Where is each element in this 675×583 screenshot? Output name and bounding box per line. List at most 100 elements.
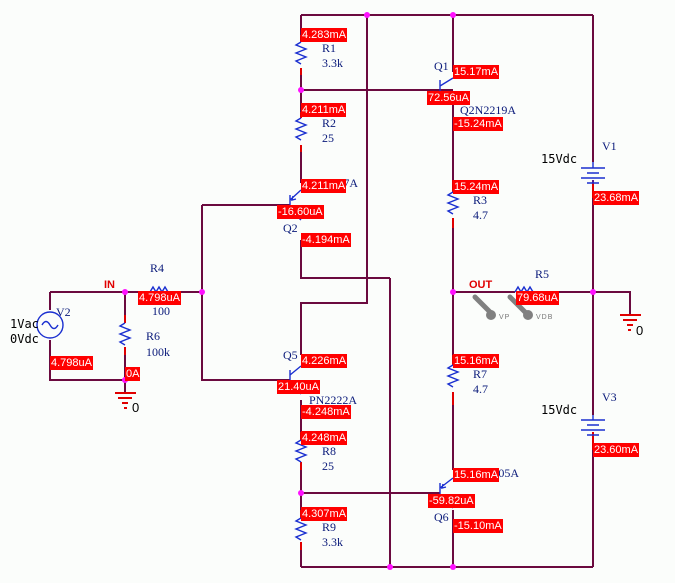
current-label-r9: 4.307mA xyxy=(301,507,348,521)
resistor-r2-value: 25 xyxy=(322,131,334,145)
transistor-q5-name: Q5 xyxy=(283,348,298,362)
current-label-q6-emitter: 15.16mA xyxy=(453,468,500,482)
resistor-r6-symbol xyxy=(118,322,132,346)
resistor-r2-symbol xyxy=(294,117,308,141)
resistor-r1-name: R1 xyxy=(322,41,337,55)
probe-vp-label: VP xyxy=(499,314,511,321)
current-label-r6: 0A xyxy=(125,367,141,381)
source-v1-value: 15Vdc xyxy=(541,152,578,166)
node-dot xyxy=(387,564,393,570)
transistor-q6-symbol xyxy=(439,477,454,509)
current-label-r5: 79.68uA xyxy=(516,291,559,305)
ground-symbol-input xyxy=(115,392,136,409)
resistor-r1-symbol xyxy=(294,41,308,65)
node-dot xyxy=(199,289,205,295)
node-dot xyxy=(450,564,456,570)
resistor-r9-name: R9 xyxy=(322,520,337,534)
probe-vp-shaft xyxy=(472,294,493,315)
node-dot xyxy=(450,12,456,18)
net-label-in: IN xyxy=(104,279,115,291)
resistor-r7-symbol xyxy=(446,364,460,388)
wire-bias-left xyxy=(201,205,290,381)
resistor-r4-symbol xyxy=(149,285,169,294)
current-label-q6-collector: -15.10mA xyxy=(453,519,503,533)
current-label-r7: 15.16mA xyxy=(453,354,500,368)
resistor-r5-symbol xyxy=(514,285,534,294)
source-v3-name: V3 xyxy=(602,390,617,404)
current-label-q1-emitter: -15.24mA xyxy=(453,117,503,131)
battery-v1-symbol xyxy=(581,162,605,184)
ground-label-output: 0 xyxy=(636,323,644,338)
source-v2-dc: 0Vdc xyxy=(10,332,39,346)
current-label-r3: 15.24mA xyxy=(453,180,500,194)
resistor-r6-value: 100k xyxy=(146,345,170,359)
current-label-q2-base: -16.60uA xyxy=(277,205,324,219)
transistor-q5-model: PN2222A xyxy=(309,393,358,407)
resistor-r4-value: 100 xyxy=(152,304,170,318)
resistor-r8-name: R8 xyxy=(322,444,337,458)
wires xyxy=(49,14,631,568)
transistor-q1-model: Q2N2219A xyxy=(460,103,516,117)
current-label-r8: 4.248mA xyxy=(301,431,348,445)
probe-vdb-icon xyxy=(523,310,533,320)
battery-symbols xyxy=(581,162,605,436)
resistor-r9-value: 3.3k xyxy=(322,535,343,549)
battery-v3-symbol xyxy=(581,415,605,436)
transistor-q2-name: Q2 xyxy=(283,221,298,235)
ac-source-v2 xyxy=(36,311,64,339)
current-label-q1-collector: 15.17mA xyxy=(453,65,500,79)
current-label-r4: 4.798uA xyxy=(138,291,181,305)
node-dot xyxy=(590,289,596,295)
current-label-q1-base: 72.56uA xyxy=(427,91,470,105)
node-dots xyxy=(122,12,596,570)
resistor-r8-symbol xyxy=(294,439,308,463)
current-label-v2: 4.798uA xyxy=(50,356,93,370)
node-dot xyxy=(122,289,128,295)
resistor-r1-value: 3.3k xyxy=(322,56,343,70)
source-v2-name: V2 xyxy=(56,305,71,319)
ac-source-circle xyxy=(36,311,64,339)
current-label-q5-collector: 4.226mA xyxy=(301,354,348,368)
current-label-v1: 23.68mA xyxy=(593,191,640,205)
net-label-out: OUT xyxy=(469,279,493,291)
resistor-r8-value: 25 xyxy=(322,459,334,473)
node-dot xyxy=(450,289,456,295)
resistor-r9-symbol xyxy=(294,517,308,541)
probe-vp-icon xyxy=(486,310,496,320)
current-label-q2-collector: -4.194mA xyxy=(301,233,351,247)
transistor-q6-name: Q6 xyxy=(434,510,449,524)
node-dot xyxy=(364,12,370,18)
current-label-q2-emitter: 4.211mA xyxy=(301,179,347,193)
probe-vdb-label: VDB xyxy=(536,314,554,321)
transistor-q1-name: Q1 xyxy=(434,59,449,73)
current-label-q5-emitter: -4.248mA xyxy=(301,405,351,419)
wire-v2-bottom xyxy=(49,340,125,381)
grounds xyxy=(115,314,641,409)
ground-symbol-output xyxy=(620,314,641,331)
resistor-r7-name: R7 xyxy=(473,367,488,381)
current-label-q5-base: 21.40uA xyxy=(277,380,320,394)
resistor-r3-symbol xyxy=(446,191,460,215)
resistor-r5-name: R5 xyxy=(535,267,550,281)
wire-cross-upper xyxy=(300,15,368,355)
resistor-r2-name: R2 xyxy=(322,116,337,130)
sine-wave-icon xyxy=(41,320,59,330)
resistor-r7-value: 4.7 xyxy=(473,382,488,396)
source-v1-name: V1 xyxy=(602,139,617,153)
ground-label-input: 0 xyxy=(132,400,140,415)
wire-r5-gnd xyxy=(555,291,631,315)
current-label-v3: 23.60mA xyxy=(593,443,640,457)
node-dot xyxy=(298,490,304,496)
source-v3-value: 15Vdc xyxy=(541,403,578,417)
resistor-r3-value: 4.7 xyxy=(473,208,488,222)
source-v2-ac: 1Vac xyxy=(10,317,39,331)
current-label-r1: 4.283mA xyxy=(301,28,348,42)
resistor-r3-name: R3 xyxy=(473,193,488,207)
node-dot xyxy=(298,87,304,93)
resistor-r6-name: R6 xyxy=(146,329,161,343)
current-label-q6-base: -59.82uA xyxy=(428,494,475,508)
resistor-r4-name: R4 xyxy=(150,261,165,275)
resistor-symbols xyxy=(118,41,534,541)
wire-q2-collector xyxy=(300,240,390,279)
